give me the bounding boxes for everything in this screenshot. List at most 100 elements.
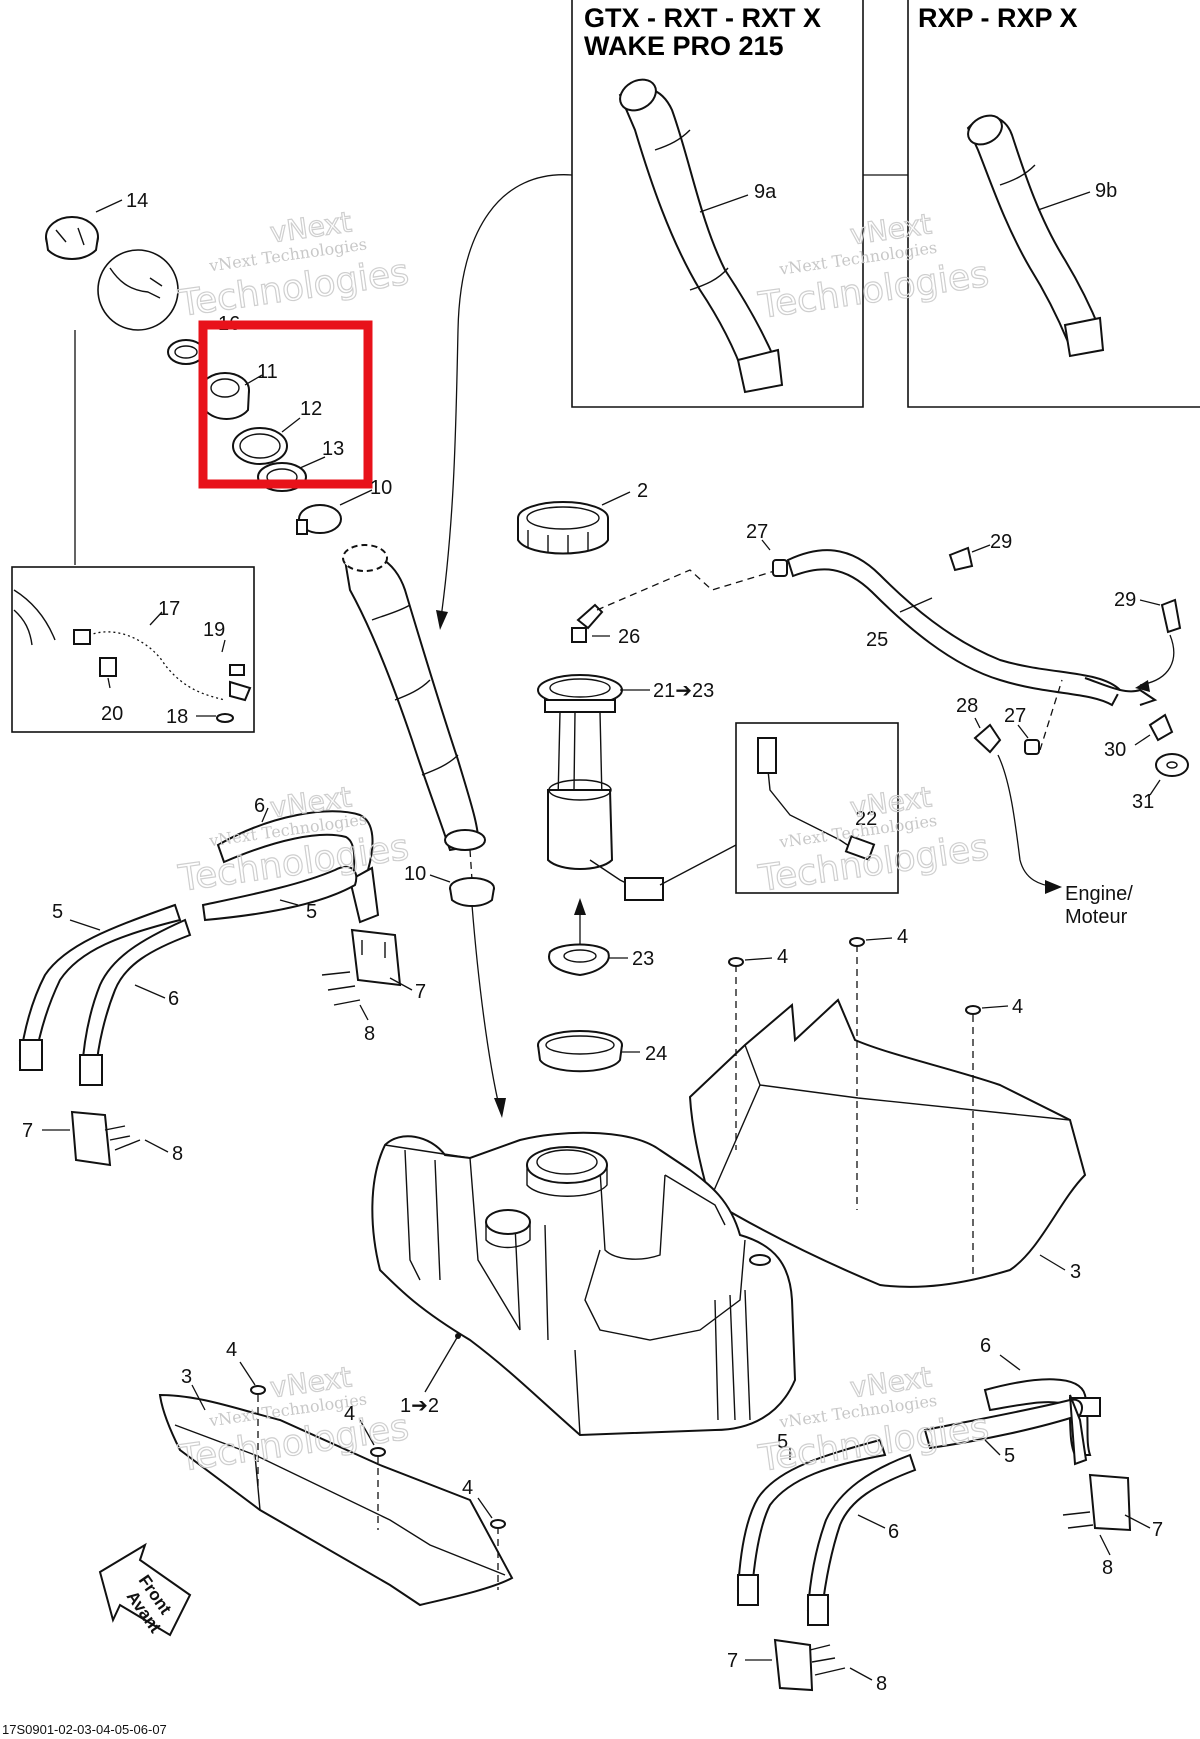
- fastener-4-b: [849, 937, 865, 947]
- label-4-c: 4: [1012, 996, 1023, 1018]
- washer-31: [1155, 753, 1189, 777]
- label-30: 30: [1104, 739, 1126, 761]
- fastener-4-a: [728, 957, 744, 967]
- bracket-7-bottom: [773, 1638, 814, 1692]
- label-2: 2: [637, 480, 648, 502]
- front-arrow: Front Avant: [98, 1542, 192, 1637]
- locking-ring-2: [517, 501, 609, 555]
- variant-header-gtx-line1: GTX - RXT - RXT X: [584, 3, 821, 33]
- label-3-right: 3: [1070, 1261, 1081, 1283]
- label-22: 22: [855, 808, 877, 830]
- label-10-upper: 10: [370, 477, 392, 499]
- label-12: 12: [300, 398, 322, 420]
- check-valve-28: [973, 723, 1002, 754]
- label-8-left: 8: [172, 1143, 183, 1165]
- label-8-lower-right: 8: [1102, 1557, 1113, 1579]
- label-1-2: 1➔2: [400, 1395, 439, 1417]
- label-7-lower-right: 7: [1152, 1519, 1163, 1541]
- label-23: 23: [632, 948, 654, 970]
- strap-6-upper: [216, 810, 380, 924]
- gasket-23: [548, 943, 610, 977]
- label-27-lower: 27: [1004, 705, 1026, 727]
- engine-label-line1: Engine/: [1065, 883, 1133, 905]
- label-4-d: 4: [226, 1339, 237, 1361]
- label-4-f: 4: [462, 1477, 473, 1499]
- fastener-4-f: [490, 1519, 506, 1529]
- fuel-filler-hose-9b: [966, 115, 1102, 344]
- label-4-e: 4: [344, 1403, 355, 1425]
- filler-neck-11: [200, 372, 250, 420]
- label-4-a: 4: [777, 946, 788, 968]
- fuel-tank-1-2: [371, 1131, 797, 1437]
- engine-label-line2: Moteur: [1065, 906, 1128, 928]
- label-29-upper: 29: [990, 531, 1012, 553]
- label-13: 13: [322, 438, 344, 460]
- label-4-b: 4: [897, 926, 908, 948]
- label-18: 18: [166, 706, 188, 728]
- label-7-bottom: 7: [727, 1650, 738, 1672]
- label-5-lower-right: 5: [1004, 1445, 1015, 1467]
- bracket-7-upper: [350, 928, 402, 987]
- label-21-23: 21➔23: [653, 680, 714, 702]
- fitting-27-upper: [772, 559, 788, 577]
- label-9a: 9a: [754, 181, 777, 203]
- strap-5-left: [18, 903, 182, 1071]
- label-5-lower-left: 5: [777, 1431, 788, 1453]
- watermark-2: vNext vNext Technologies Technologies: [755, 207, 992, 328]
- seal-ring-24: [537, 1030, 623, 1073]
- clip-29-upper: [948, 546, 974, 572]
- label-9b: 9b: [1095, 180, 1117, 202]
- clip-29-right: [1160, 598, 1182, 634]
- watermark-4: vNext vNext Technologies Technologies: [755, 780, 992, 901]
- label-17: 17: [158, 598, 180, 620]
- label-8-upper: 8: [364, 1023, 375, 1045]
- label-10-lower: 10: [404, 863, 426, 885]
- label-26: 26: [618, 626, 640, 648]
- label-29-right: 29: [1114, 589, 1136, 611]
- fastener-4-c: [965, 1005, 981, 1015]
- label-14: 14: [126, 190, 148, 212]
- label-6-left: 6: [168, 988, 179, 1010]
- label-7-upper: 7: [415, 981, 426, 1003]
- variant-header-rxp: RXP - RXP X: [918, 3, 1078, 33]
- label-6-lower-left: 6: [888, 1521, 899, 1543]
- label-6-upper: 6: [254, 795, 265, 817]
- variant-box-rxp: RXP - RXP X 9b: [907, 0, 1200, 408]
- detail-box-tether: [11, 566, 255, 733]
- bracket-7-lower-right: [1088, 1473, 1132, 1532]
- label-11: 11: [257, 361, 278, 383]
- label-27-upper: 27: [746, 521, 768, 543]
- fuel-cap-14: 14: [45, 190, 148, 260]
- variant-header-gtx-line2: WAKE PRO 215: [584, 31, 784, 61]
- strap-5-lower-left: [736, 1438, 887, 1606]
- label-25: 25: [866, 629, 888, 651]
- label-5-upper: 5: [306, 901, 317, 923]
- bracket-7-left: [70, 1110, 112, 1167]
- detail-box-sender: [735, 722, 899, 894]
- label-24: 24: [645, 1043, 667, 1065]
- highlight-box: [198, 320, 373, 489]
- label-3-left: 3: [181, 1366, 192, 1388]
- fitting-26: [571, 603, 604, 643]
- fuel-filler-hose-9a: [618, 86, 777, 380]
- label-28: 28: [956, 695, 978, 717]
- fuel-pump-21-23: [537, 674, 664, 901]
- label-6-lower-right: 6: [980, 1335, 991, 1357]
- strap-5-upper: [201, 865, 358, 922]
- label-5-left: 5: [52, 901, 63, 923]
- watermark-3: vNext vNext Technologies Technologies: [175, 780, 412, 901]
- vent-hose-25: [786, 549, 1122, 707]
- detail-circle: [97, 249, 179, 331]
- label-31: 31: [1132, 791, 1154, 813]
- label-19: 19: [203, 619, 225, 641]
- strap-6-lower-left: [806, 1453, 917, 1626]
- strap-5-lower-right: [923, 1394, 1088, 1466]
- label-8-bottom: 8: [876, 1673, 887, 1695]
- fastener-4-e: [370, 1447, 386, 1457]
- footer-code: 17S0901-02-03-04-05-06-07: [2, 1722, 167, 1737]
- strap-6-left: [79, 918, 192, 1086]
- fastener-4-d: [250, 1385, 266, 1395]
- clamp-30: [1148, 713, 1174, 742]
- variant-box-gtx: GTX - RXT - RXT X WAKE PRO 215 9a: [571, 0, 864, 408]
